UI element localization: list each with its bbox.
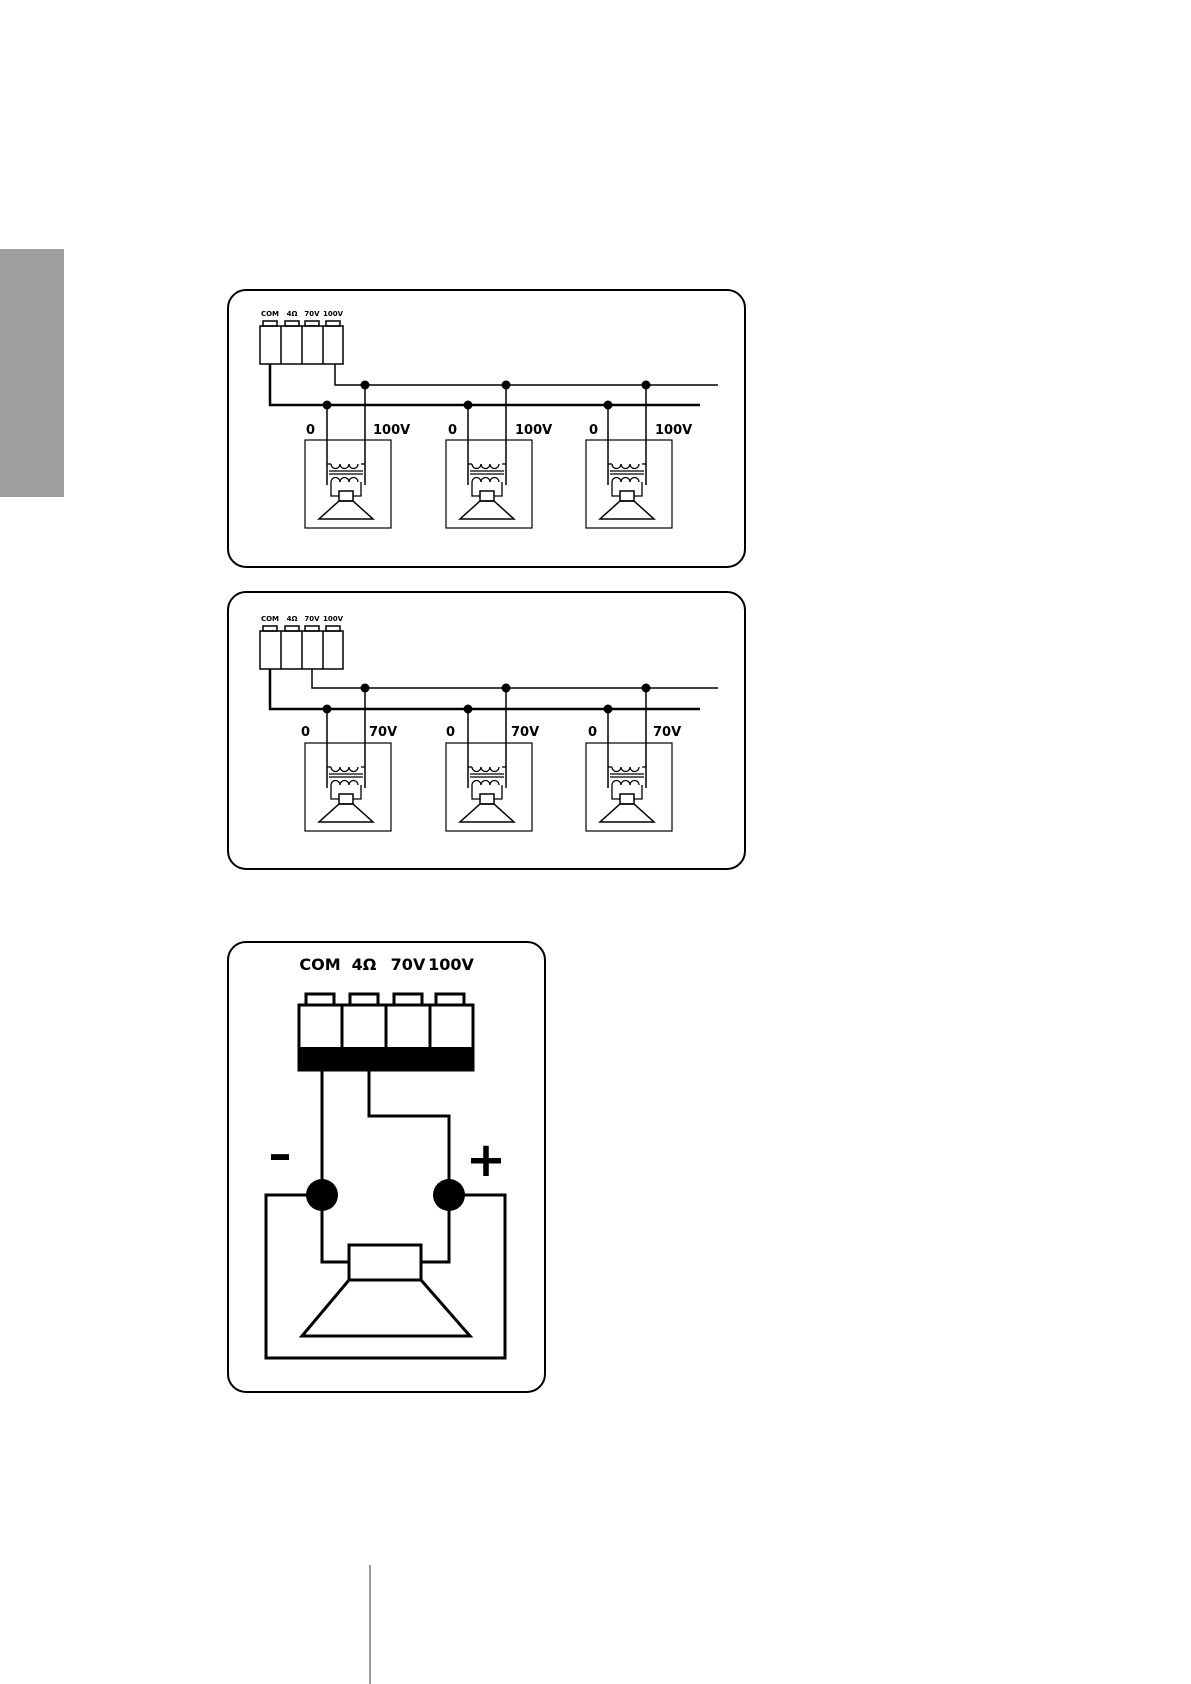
speaker-icon [460,794,514,822]
tap-label-zero: 0 [446,725,455,740]
speaker-box [305,743,391,831]
speaker-box [446,743,532,831]
terminal-block: COM 4Ω 70V 100V [299,955,475,1070]
diagram-4ohm-direct: COM 4Ω 70V 100V – + [228,942,545,1392]
terminal-label-100v: 100V [323,310,344,318]
speaker-unit [305,381,391,529]
negative-terminal [306,1179,338,1211]
transformer-icon [468,464,506,482]
speaker-unit [305,684,391,832]
positive-terminal [433,1179,465,1211]
speaker-line-wires [270,669,718,709]
tap-label-70v: 70V [369,725,397,740]
junction-dot [361,381,370,390]
tap-label-zero: 0 [448,423,457,438]
speaker-icon [460,491,514,519]
speaker-units [305,381,672,529]
speaker-icon [600,491,654,519]
terminal-label-70v: 70V [304,310,320,318]
terminal-label-com: COM [261,615,279,623]
tap-label-100v: 100V [655,423,692,438]
tap-labels-70v: 0 70V 0 70V 0 70V [301,725,681,740]
transformer-icon [608,767,646,785]
speaker-box [586,743,672,831]
junction-dot [604,401,613,410]
junction-dot [361,684,370,693]
plus-sign: + [466,1132,506,1188]
speaker-unit [586,684,672,832]
transformer-icon [327,767,365,785]
terminal-block: COM 4Ω 70V 100V [260,615,344,669]
tap-label-zero: 0 [306,423,315,438]
speaker-box [305,440,391,528]
transformer-icon [608,464,646,482]
direct-wires [322,1070,449,1195]
terminal-label-100v: 100V [323,615,344,623]
junction-dot [323,401,332,410]
terminal-label-70v: 70V [391,955,426,974]
speaker-box [446,440,532,528]
terminal-label-70v: 70V [304,615,320,623]
transformer-icon [327,464,365,482]
terminal-base [299,1047,473,1070]
junction-dot [502,381,511,390]
junction-dot [604,705,613,714]
junction-dot [642,381,651,390]
terminal-label-100v: 100V [428,955,474,974]
terminal-label-4ohm: 4Ω [287,310,298,318]
terminal-label-com: COM [261,310,279,318]
speaker-icon [600,794,654,822]
speaker-box [586,440,672,528]
terminal-label-com: COM [299,955,340,974]
junction-dot [642,684,651,693]
junction-dot [323,705,332,714]
speaker-line-wires [270,364,718,405]
minus-sign: – [269,1127,292,1181]
transformer-icon [468,767,506,785]
tap-label-100v: 100V [515,423,552,438]
tap-labels-100v: 0 100V 0 100V 0 100V [306,423,692,438]
speaker-icon [302,1245,470,1336]
tap-label-70v: 70V [653,725,681,740]
tap-label-zero: 0 [301,725,310,740]
terminal-label-4ohm: 4Ω [352,955,377,974]
terminal-label-4ohm: 4Ω [287,615,298,623]
junction-dot [502,684,511,693]
tap-label-70v: 70V [511,725,539,740]
tap-label-100v: 100V [373,423,410,438]
tap-label-zero: 0 [588,725,597,740]
speaker-unit [446,684,532,832]
speaker-icon [319,491,373,519]
tap-label-zero: 0 [589,423,598,438]
junction-dot [464,401,473,410]
speaker-icon [319,794,373,822]
junction-dot [464,705,473,714]
speaker-unit [446,381,532,529]
speaker-units [305,684,672,832]
terminal-block: COM 4Ω 70V 100V [260,310,344,364]
speaker-unit [586,381,672,529]
